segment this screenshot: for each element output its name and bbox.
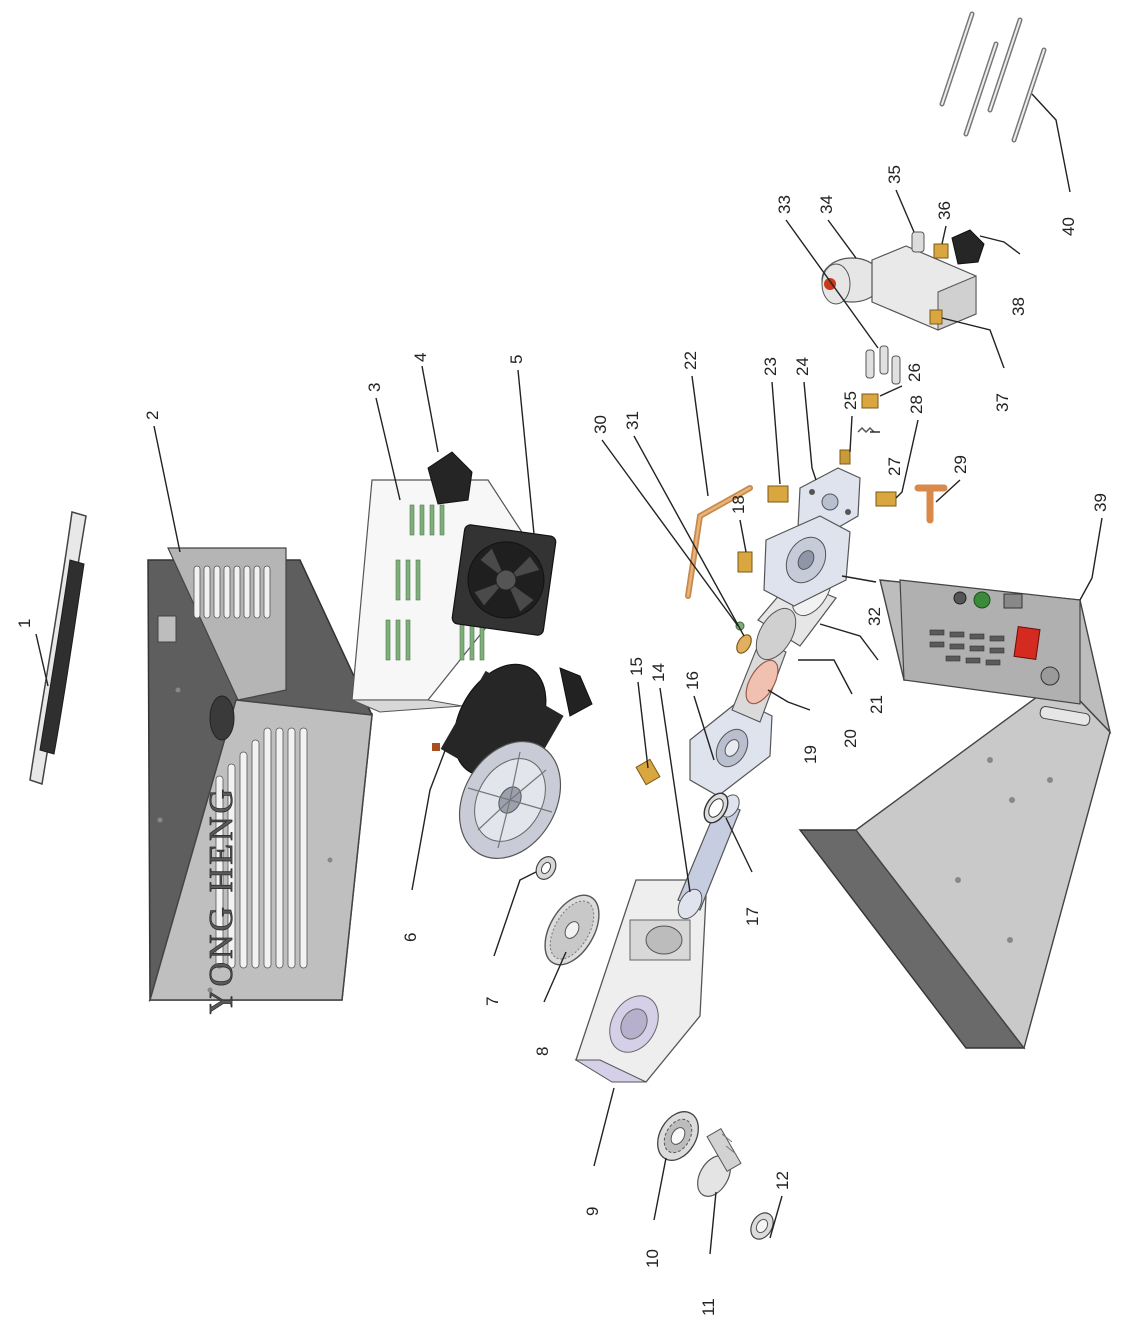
callout-3: 3	[365, 383, 384, 392]
part-brass-fitting-28	[875, 491, 897, 507]
callout-11: 11	[699, 1298, 718, 1316]
callout-32: 32	[865, 607, 884, 626]
panel-vents	[929, 629, 1005, 666]
part-cylinder-base	[689, 699, 773, 797]
callout-33: 33	[775, 195, 794, 214]
part-motor	[432, 663, 593, 860]
brand-label: YONG HENG	[203, 786, 240, 1014]
callout-16: 16	[683, 671, 702, 690]
callout-20: 20	[841, 729, 860, 748]
part-control-knob	[951, 229, 985, 265]
callout-2: 2	[143, 411, 162, 420]
callout-26: 26	[905, 363, 924, 382]
callout-1: 1	[15, 619, 34, 628]
callout-36: 36	[935, 201, 954, 220]
callout-10: 10	[643, 1249, 662, 1268]
callout-6: 6	[401, 933, 420, 942]
callout-24: 24	[793, 357, 812, 376]
callout-18: 18	[729, 495, 748, 514]
side-vents	[215, 727, 308, 969]
part-bearing-large	[657, 1111, 699, 1161]
callout-15: 15	[627, 657, 646, 676]
callout-14: 14	[649, 663, 668, 682]
part-piston	[745, 659, 779, 705]
callout-34: 34	[817, 195, 836, 214]
callout-22: 22	[681, 351, 700, 370]
callout-35: 35	[885, 165, 904, 184]
part-cooling-fan	[451, 524, 557, 636]
callout-28: 28	[907, 395, 926, 414]
part-handle	[29, 511, 87, 785]
part-brass-fitting-23	[767, 485, 789, 503]
part-brass-fitting-15	[635, 758, 661, 786]
callout-29: 29	[951, 455, 970, 474]
part-crank-frame	[574, 879, 707, 1083]
callout-37: 37	[993, 393, 1012, 412]
part-cylinder-head-finned	[763, 515, 851, 607]
part-base-chassis	[798, 579, 1112, 1050]
part-valve-stem	[911, 231, 925, 253]
callout-19: 19	[801, 745, 820, 764]
part-drive-pulley	[544, 894, 600, 966]
part-brass-fitting-18	[737, 551, 753, 573]
part-brass-fitting-26	[861, 393, 879, 409]
callout-25: 25	[841, 391, 860, 410]
part-brass-fitting-37	[929, 309, 943, 325]
callout-4: 4	[411, 353, 430, 362]
part-small-fitting-25	[839, 449, 851, 465]
part-long-bolts	[939, 11, 1047, 143]
callout-5: 5	[507, 355, 526, 364]
callout-numbers: 1 2 3 4 5 6 7 8 9 10 11 12 14 15 16 17 1…	[15, 165, 1110, 1316]
part-copper-tee	[914, 484, 948, 524]
callout-8: 8	[533, 1047, 552, 1056]
callout-12: 12	[773, 1171, 792, 1190]
flap-vents	[193, 565, 271, 619]
callout-9: 9	[583, 1207, 602, 1216]
pcb-vents	[385, 504, 485, 661]
leader-lines	[35, 93, 1103, 1255]
part-screws-33	[865, 345, 901, 385]
part-bearing-small	[535, 856, 557, 880]
part-copper-pipe	[685, 485, 753, 599]
part-brass-fitting-36	[933, 243, 949, 259]
part-nut	[750, 1212, 774, 1240]
callout-40: 40	[1059, 217, 1078, 236]
part-spring	[857, 426, 875, 434]
part-eccentric-shaft	[697, 1127, 742, 1197]
callout-27: 27	[885, 457, 904, 476]
part-valve-manifold	[821, 245, 977, 331]
callout-21: 21	[867, 695, 886, 714]
callout-30: 30	[591, 415, 610, 434]
part-top-cover: YONG HENG	[147, 547, 374, 1014]
callout-31: 31	[623, 411, 642, 430]
callout-39: 39	[1091, 493, 1110, 512]
part-black-connector	[427, 451, 473, 505]
callout-23: 23	[761, 357, 780, 376]
callout-7: 7	[483, 997, 502, 1006]
callout-17: 17	[743, 907, 762, 926]
callout-38: 38	[1009, 297, 1028, 316]
part-seal-ring	[703, 792, 729, 824]
part-o-ring-31	[736, 634, 752, 654]
